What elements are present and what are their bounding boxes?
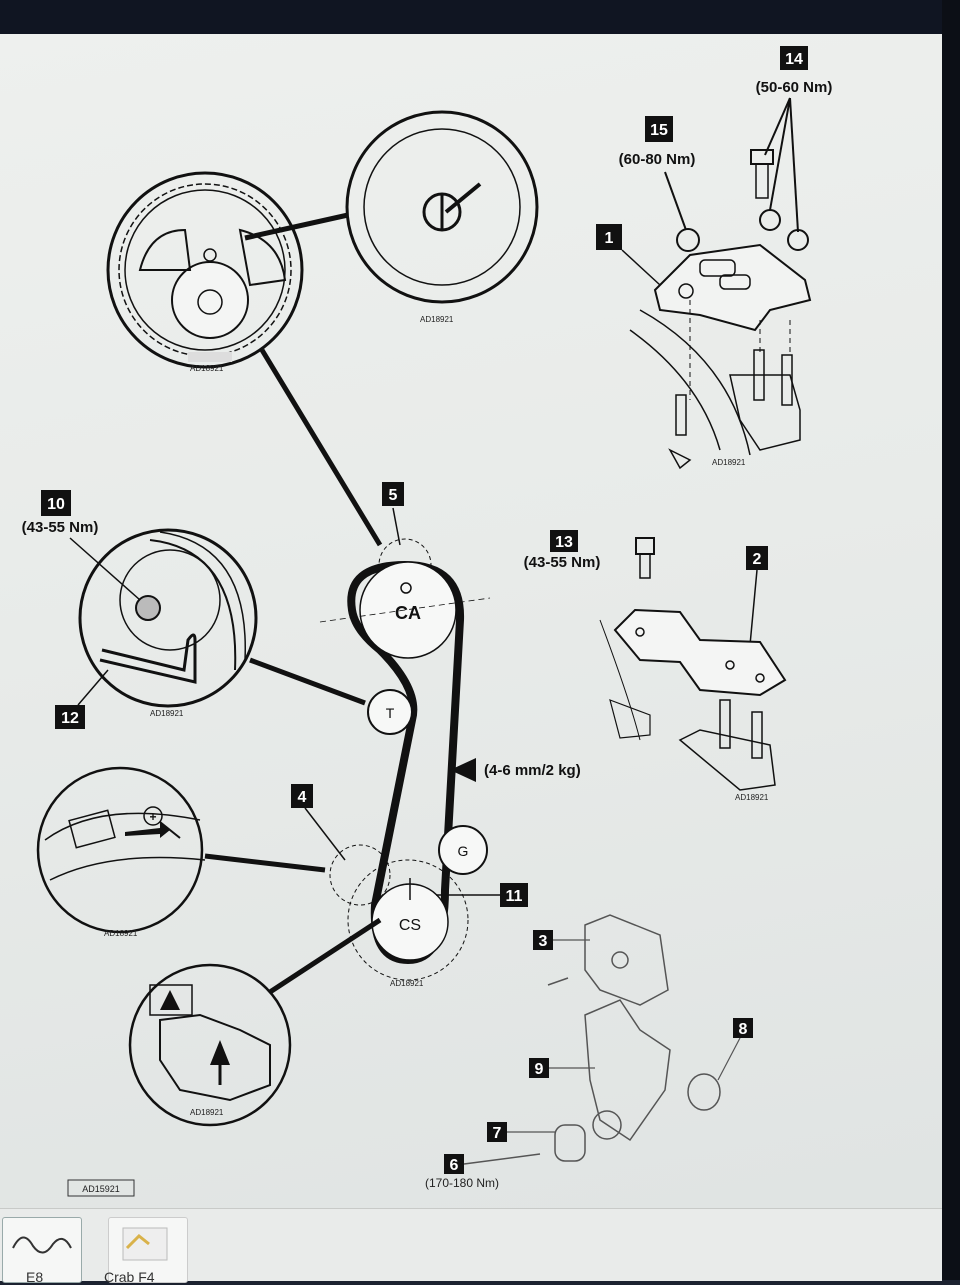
torque-6: (170-180 Nm) (425, 1176, 499, 1190)
callout-8: 8 (739, 1021, 748, 1038)
tensioner-pulley-label: T (386, 705, 395, 721)
guide-pulley (438, 825, 488, 875)
timing-mark-detail: AD18921 (345, 110, 539, 324)
callout-5: 5 (389, 487, 398, 504)
callout-4: 4 (298, 789, 307, 806)
callout-13-box (550, 530, 578, 552)
fig-id-mount-lower: AD18921 (735, 793, 769, 802)
torque-13: (43-55 Nm) (524, 554, 601, 571)
callout-3-box (533, 930, 553, 950)
tensioner-pulley (367, 689, 413, 735)
callout-2: 2 (753, 551, 762, 568)
callout-5-box (382, 482, 404, 506)
fig-id-timing-mark: AD18921 (420, 315, 454, 324)
fig-id-crank-gear: AD18921 (190, 1108, 224, 1117)
callout-1: 1 (605, 230, 614, 247)
thumbnail-e8-label: E8 (26, 1269, 44, 1285)
torque-14: (50-60 Nm) (756, 79, 833, 96)
tensioner-detail: 10 (43-55 Nm) 12 AD18921 (22, 490, 258, 729)
callout-9: 9 (535, 1061, 544, 1078)
crank-gear-detail: AD18921 (128, 963, 292, 1127)
callout-6: 6 (450, 1157, 459, 1174)
torque-15: (60-80 Nm) (619, 151, 696, 168)
callout-7-box (487, 1122, 507, 1142)
callout-2-box (746, 546, 768, 570)
fig-id-tensioner: AD18921 (150, 709, 184, 718)
fig-id-mount-upper: AD18921 (712, 458, 746, 467)
monitor-top-bezel (0, 0, 960, 34)
callout-6-box (444, 1154, 464, 1174)
callout-3: 3 (539, 933, 548, 950)
camshaft-sprocket-detail: AD18921 (106, 171, 304, 373)
fig-id-crank-mark: AD18921 (104, 929, 138, 938)
engine-mount-upper: 14 (50-60 Nm) 15 (60-80 Nm) 1 AD (596, 46, 833, 470)
crank-mark-detail: + AD18921 (36, 766, 206, 938)
camshaft-pulley-label: CA (395, 603, 421, 623)
callout-8-box (733, 1018, 753, 1038)
callout-9-box (529, 1058, 549, 1078)
callout-4-box (291, 784, 313, 808)
callout-1-box (596, 224, 622, 250)
thumbnail-strip: E8 Crab F4 (0, 1208, 942, 1285)
torque-10: (43-55 Nm) (22, 519, 99, 536)
callout-11-box (500, 883, 528, 907)
callout-11: 11 (506, 888, 523, 905)
callout-10-box (41, 490, 71, 516)
callout-15: 15 (650, 122, 668, 139)
footer-figure-id: AD15921 (82, 1184, 120, 1194)
callout-12-box (55, 705, 85, 729)
thumbnail-crab-f4-label: Crab F4 (104, 1269, 155, 1285)
callout-14-box (780, 46, 808, 70)
lower-mount-assembly: 3 9 8 7 6 (170-180 Nm) (425, 914, 753, 1190)
callout-12: 12 (61, 710, 79, 727)
callout-14: 14 (785, 51, 803, 68)
callout-13: 13 (555, 534, 573, 551)
belt-tension-spec: (4-6 mm/2 kg) (484, 762, 581, 779)
guide-pulley-label: G (458, 843, 469, 859)
thumbnail-crab-f4[interactable] (108, 1217, 188, 1283)
svg-text:+: + (149, 810, 156, 824)
callout-10: 10 (47, 496, 65, 513)
fig-id-belt: AD18921 (390, 979, 424, 988)
crankshaft-pulley-label: CS (399, 917, 421, 934)
engine-mount-lower: 13 (43-55 Nm) 2 AD18921 (524, 530, 787, 802)
belt-routing: 5 CA T (4-6 mm/2 kg) G 4 CS AD18921 11 (291, 482, 581, 988)
fig-id-camshaft: AD18921 (190, 364, 224, 373)
monitor-right-bezel (942, 0, 960, 1280)
callout-7: 7 (493, 1125, 502, 1142)
callout-15-box (645, 116, 673, 142)
timing-belt-diagram: AD18921 AD18921 14 (50-60 Nm) 15 (60-80 … (22, 46, 833, 1197)
